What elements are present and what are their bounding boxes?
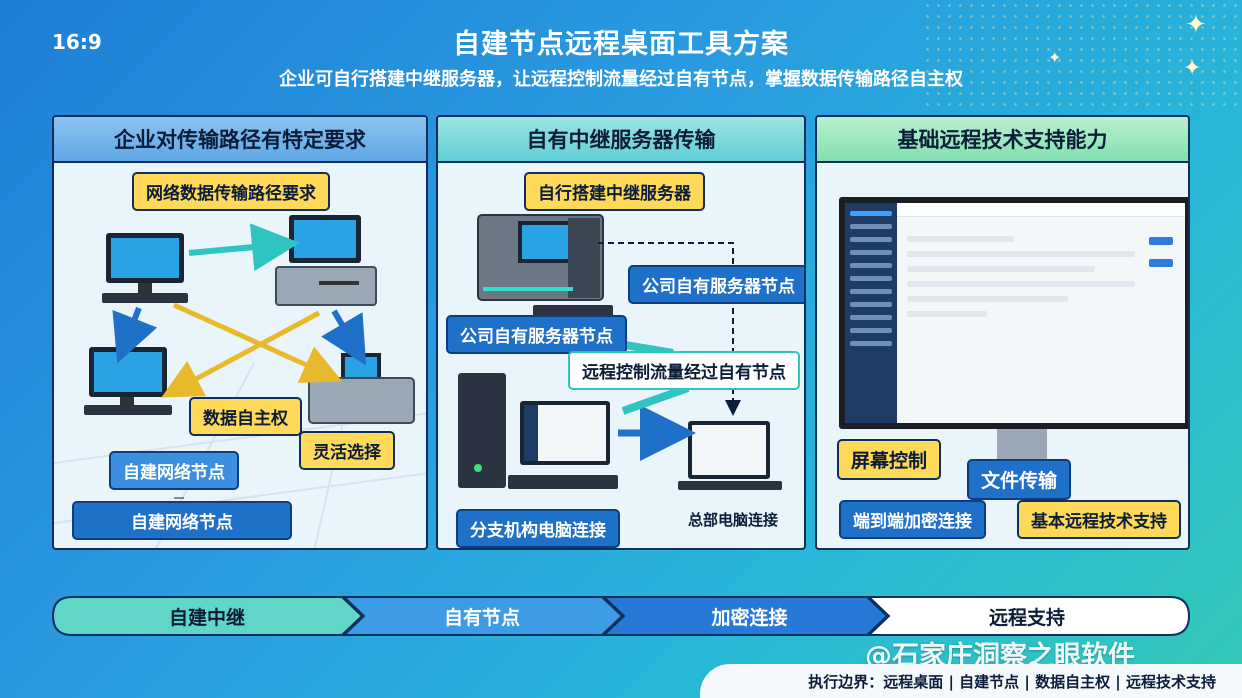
relay-server-icon xyxy=(477,214,613,317)
network-node-tag: 自建网络节点 xyxy=(72,501,292,540)
monitor-stand xyxy=(997,429,1047,463)
basic-support-tag: 基本远程技术支持 xyxy=(1017,500,1181,539)
app-form xyxy=(907,227,1175,413)
remote-desktop-screen xyxy=(839,197,1188,429)
desktop-computer-icon xyxy=(102,233,188,303)
sparkle-icon: ✦ xyxy=(1183,56,1202,81)
desktop-computer-icon xyxy=(84,347,172,415)
app-button xyxy=(1149,237,1173,245)
network-node-tag: 自建网络节点 xyxy=(109,451,239,490)
app-topbar xyxy=(897,203,1185,217)
app-sidebar xyxy=(845,203,897,423)
workstation-icon xyxy=(308,353,415,424)
panel-relay-server: 自有中继服务器传输 自行搭建 xyxy=(436,115,806,550)
step-encrypted: 加密连接 xyxy=(711,606,788,629)
panel-title: 基础远程技术支持能力 xyxy=(817,117,1188,163)
panel-title: 企业对传输路径有特定要求 xyxy=(54,117,426,163)
network-diagram xyxy=(54,215,426,548)
panel-title: 自有中继服务器传输 xyxy=(438,117,804,163)
company-node-tag: 公司自有服务器节点 xyxy=(446,315,627,354)
data-sovereignty-tag: 数据自主权 xyxy=(189,397,302,436)
company-node-tag: 公司自有服务器节点 xyxy=(628,265,804,304)
screen-control-tag: 屏幕控制 xyxy=(837,439,942,480)
branch-pc-icon xyxy=(458,373,618,489)
step-self-relay: 自建中继 xyxy=(168,606,245,629)
relay-diagram xyxy=(458,214,782,490)
branch-connection-tag: 分支机构电脑连接 xyxy=(456,509,620,548)
e2e-encryption-tag: 端到端加密连接 xyxy=(839,500,986,539)
traffic-tag: 远程控制流量经过自有节点 xyxy=(568,351,800,390)
page-subtitle: 企业可自行搭建中继服务器，让远程控制流量经过自有节点，掌握数据传输路径自主权 xyxy=(279,69,963,90)
relay-setup-tag: 自行搭建中继服务器 xyxy=(524,172,705,211)
footer-text: 执行边界：远程桌面 | 自建节点 | 数据自主权 | 远程技术支持 xyxy=(808,672,1216,691)
file-transfer-tag: 文件传输 xyxy=(967,459,1072,500)
app-button xyxy=(1149,259,1173,267)
panel-remote-support: 基础远程技术支持能力 屏幕控制 文件传输 端到端加密连接 基本远程技术支持 xyxy=(815,115,1190,550)
requirement-tag: 网络数据传输路径要求 xyxy=(132,172,330,211)
step-own-node: 自有节点 xyxy=(443,606,520,629)
footer-boundary: 执行边界：远程桌面 | 自建节点 | 数据自主权 | 远程技术支持 xyxy=(700,664,1242,698)
aspect-ratio-label: 16:9 xyxy=(52,30,102,54)
page-title: 自建节点远程桌面工具方案 xyxy=(453,29,789,60)
process-steps: 自建中继 自有节点 加密连接 远程支持 xyxy=(52,596,1190,636)
step-remote-support: 远程支持 xyxy=(988,606,1065,629)
panel-transport-requirements: 企业对传输路径有特定要求 xyxy=(52,115,428,550)
steps-background xyxy=(52,596,1190,636)
hq-connection-label: 总部电脑连接 xyxy=(688,511,779,529)
server-computer-icon xyxy=(275,215,377,306)
hq-laptop-icon xyxy=(678,421,782,490)
sparkle-icon: ✦ xyxy=(1185,10,1207,40)
flexible-choice-tag: 灵活选择 xyxy=(299,431,395,470)
decorative-dots xyxy=(922,0,1242,110)
sparkle-icon: ✦ xyxy=(1048,48,1062,67)
